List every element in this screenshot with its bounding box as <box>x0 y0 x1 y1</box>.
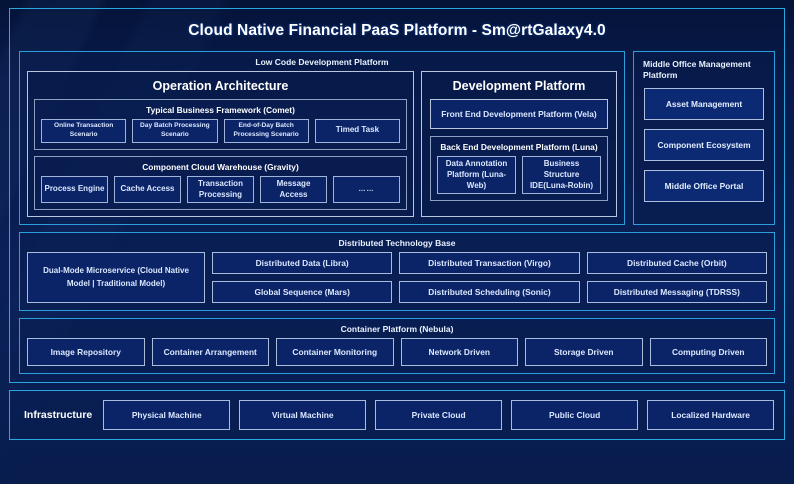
cell-public-cloud[interactable]: Public Cloud <box>511 400 639 431</box>
chip-message-access[interactable]: Message Access <box>260 175 327 204</box>
chip-data-annotation-platform[interactable]: Data Annotation Platform (Luna-Web) <box>437 156 516 195</box>
block-component-cloud-warehouse[interactable]: Component Cloud Warehouse (Gravity) Proc… <box>34 155 407 211</box>
top-row: Low Code Development Platform Operation … <box>19 51 775 226</box>
cell-localized-hardware[interactable]: Localized Hardware <box>647 400 775 431</box>
container-platform-header: Container Platform (Nebula) <box>340 324 454 335</box>
chip-process-engine[interactable]: Process Engine <box>41 175 108 204</box>
cell-distributed-transaction[interactable]: Distributed Transaction (Virgo) <box>399 252 580 275</box>
chip-business-structure-ide[interactable]: Business Structure IDE(Luna-Robin) <box>522 156 601 195</box>
low-code-columns: Operation Architecture Typical Business … <box>20 71 624 224</box>
block-typical-business-framework[interactable]: Typical Business Framework (Comet) Onlin… <box>34 99 407 150</box>
subgroup-operation-architecture[interactable]: Operation Architecture Typical Business … <box>27 71 414 218</box>
chip-timed-task[interactable]: Timed Task <box>314 119 400 143</box>
low-code-header: Low Code Development Platform <box>255 57 389 67</box>
cell-physical-machine[interactable]: Physical Machine <box>103 400 231 431</box>
cell-distributed-cache[interactable]: Distributed Cache (Orbit) <box>586 252 767 275</box>
distributed-technology-base-header: Distributed Technology Base <box>338 238 456 249</box>
component-cloud-warehouse-chips: Process Engine Cache Access Transaction … <box>35 175 406 210</box>
typical-business-framework-title: Typical Business Framework (Comet) <box>146 105 295 115</box>
distributed-column-1: Distributed Data (Libra) Global Sequence… <box>212 252 393 304</box>
chip-middle-office-portal[interactable]: Middle Office Portal <box>644 169 764 202</box>
back-end-chips: Data Annotation Platform (Luna-Web) Busi… <box>431 156 607 200</box>
cell-distributed-data[interactable]: Distributed Data (Libra) <box>212 252 393 275</box>
chip-more-ellipsis[interactable]: …… <box>333 175 400 204</box>
chip-component-ecosystem[interactable]: Component Ecosystem <box>644 128 764 161</box>
platform-body: Low Code Development Platform Operation … <box>10 51 784 382</box>
main-platform-frame: Cloud Native Financial PaaS Platform - S… <box>9 8 785 384</box>
chip-transaction-processing[interactable]: Transaction Processing <box>187 175 254 204</box>
cell-storage-driven[interactable]: Storage Driven <box>525 338 643 367</box>
panel-middle-office-management-platform[interactable]: Middle Office Management Platform Asset … <box>633 51 775 226</box>
development-platform-title: Development Platform <box>452 79 586 93</box>
operation-architecture-title: Operation Architecture <box>152 79 289 93</box>
cell-distributed-messaging[interactable]: Distributed Messaging (TDRSS) <box>586 281 767 304</box>
cell-network-driven[interactable]: Network Driven <box>400 338 518 367</box>
middle-office-header: Middle Office Management Platform <box>643 59 751 81</box>
distributed-technology-base-body: Dual-Mode Microservice (Cloud Native Mod… <box>20 252 774 310</box>
cell-private-cloud[interactable]: Private Cloud <box>375 400 503 431</box>
panel-infrastructure[interactable]: Infrastructure Physical Machine Virtual … <box>9 390 785 441</box>
cell-computing-driven[interactable]: Computing Driven <box>649 338 767 367</box>
cell-dual-mode-microservice[interactable]: Dual-Mode Microservice (Cloud Native Mod… <box>27 252 205 304</box>
container-platform-body: Image Repository Container Arrangement C… <box>20 338 774 373</box>
block-back-end-development-platform[interactable]: Back End Development Platform (Luna) Dat… <box>430 136 608 202</box>
cell-distributed-scheduling[interactable]: Distributed Scheduling (Sonic) <box>399 281 580 304</box>
distributed-column-3: Distributed Cache (Orbit) Distributed Me… <box>586 252 767 304</box>
cell-container-monitoring[interactable]: Container Monitoring <box>276 338 394 367</box>
typical-business-framework-chips: Online Transaction Scenario Day Batch Pr… <box>35 119 406 149</box>
panel-low-code-development-platform[interactable]: Low Code Development Platform Operation … <box>19 51 625 226</box>
distributed-technology-columns: Distributed Data (Libra) Global Sequence… <box>212 252 767 304</box>
chip-end-of-day-batch-processing-scenario[interactable]: End-of-Day Batch Processing Scenario <box>223 119 309 143</box>
chip-day-batch-processing-scenario[interactable]: Day Batch Processing Scenario <box>132 119 218 143</box>
chip-asset-management[interactable]: Asset Management <box>644 87 764 120</box>
cell-virtual-machine[interactable]: Virtual Machine <box>239 400 367 431</box>
component-cloud-warehouse-title: Component Cloud Warehouse (Gravity) <box>142 161 299 172</box>
infrastructure-label: Infrastructure <box>24 409 93 422</box>
back-end-development-platform-title: Back End Development Platform (Luna) <box>440 142 598 152</box>
subgroup-development-platform[interactable]: Development Platform Front End Developme… <box>421 71 617 218</box>
panel-distributed-technology-base[interactable]: Distributed Technology Base Dual-Mode Mi… <box>19 232 775 312</box>
spacer-2 <box>19 311 775 318</box>
spacer-1 <box>19 225 775 232</box>
front-end-development-platform[interactable]: Front End Development Platform (Vela) <box>430 99 608 129</box>
page-title: Cloud Native Financial PaaS Platform - S… <box>188 22 606 39</box>
cell-container-arrangement[interactable]: Container Arrangement <box>151 338 269 367</box>
chip-cache-access[interactable]: Cache Access <box>114 175 181 204</box>
distributed-column-2: Distributed Transaction (Virgo) Distribu… <box>399 252 580 304</box>
panel-container-platform[interactable]: Container Platform (Nebula) Image Reposi… <box>19 318 775 375</box>
cell-global-sequence[interactable]: Global Sequence (Mars) <box>212 281 393 304</box>
chip-online-transaction-scenario[interactable]: Online Transaction Scenario <box>41 119 127 143</box>
cell-image-repository[interactable]: Image Repository <box>27 338 145 367</box>
